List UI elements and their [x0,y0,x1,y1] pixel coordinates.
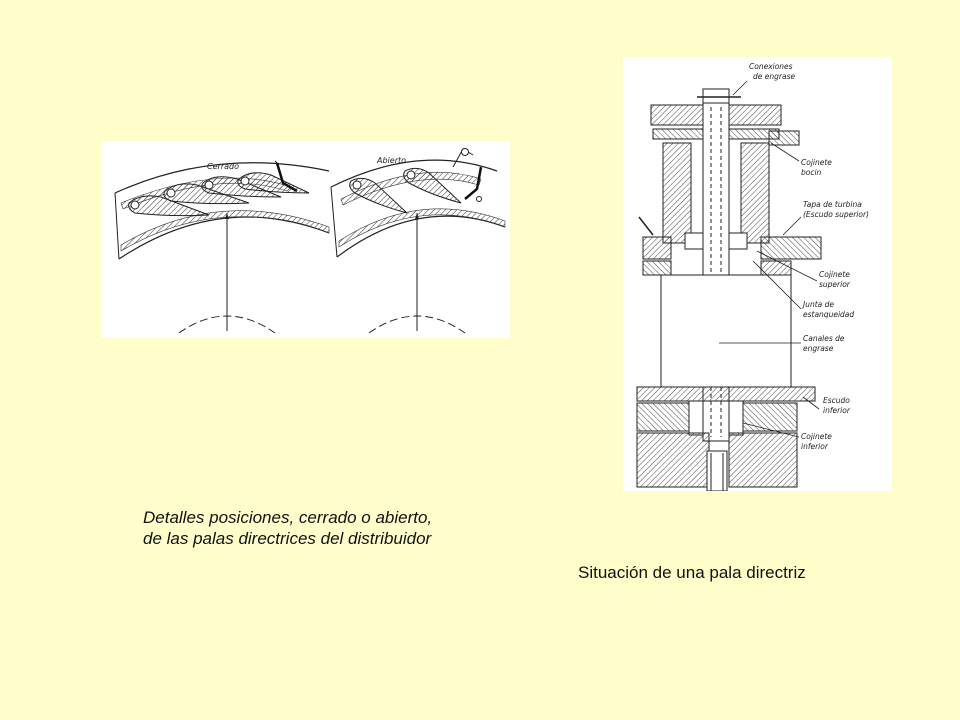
left-caption-line-2: de las palas directrices del distribuido… [143,529,432,548]
label-seal-1: Junta de [801,300,834,309]
label-grease-connections-2: de engrase [753,72,795,81]
label-lower-shield-1: Escudo [823,396,850,405]
guide-vanes-drawing: Cerrado Abierto [114,148,506,334]
guide-vane-assembly-diagram: Conexiones de engrase Cojinete bocin Tap… [623,57,892,491]
closed-vane-1 [128,195,210,217]
label-grease-channels-2: engrase [803,344,834,353]
label-bush-bearing-1: Cojinete [801,158,832,167]
right-figure-caption: Situación de una pala directriz [578,563,806,582]
label-grease-channels-1: Canales de [803,334,845,343]
label-turbine-cover-2: (Escudo superior) [803,210,869,219]
closed-vane-2 [163,183,250,205]
left-figure-caption: Detalles posiciones, cerrado o abierto, … [143,507,432,549]
label-grease-connections-1: Conexiones [749,62,793,71]
open-position: Abierto [330,148,506,334]
closed-label: Cerrado [207,162,239,171]
open-vane-1 [349,177,408,214]
leader-lines [719,80,820,438]
label-lower-bearing-2: inferior [801,442,829,451]
closed-position: Cerrado [114,160,330,334]
label-upper-bearing-2: superior [819,280,851,289]
open-vane-2 [403,167,462,204]
label-upper-bearing-1: Cojinete [819,270,850,279]
label-seal-2: estanqueidad [803,310,854,319]
label-bush-bearing-2: bocin [801,168,822,177]
guide-vane-assembly-drawing: Conexiones de engrase Cojinete bocin Tap… [636,62,869,491]
left-caption-line-1: Detalles posiciones, cerrado o abierto, [143,508,433,527]
label-turbine-cover-1: Tapa de turbina [803,200,862,209]
label-lower-shield-2: inferior [823,406,851,415]
guide-vanes-diagram: Cerrado Abierto [101,141,510,338]
open-label: Abierto [376,156,406,165]
label-lower-bearing-1: Cojinete [801,432,832,441]
